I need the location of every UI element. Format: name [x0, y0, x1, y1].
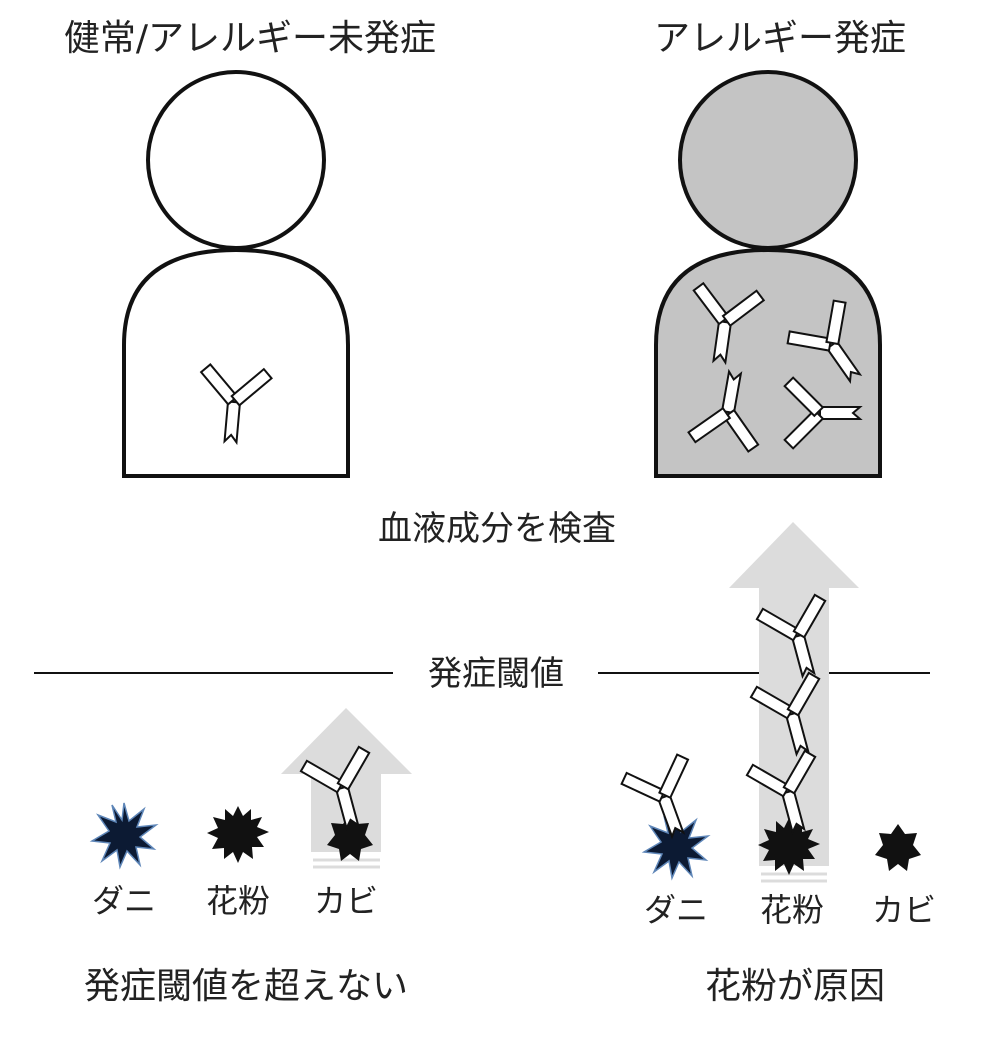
right-caption: 花粉が原因: [705, 966, 885, 1007]
left-caption: 発症閾値を超えない: [84, 966, 408, 1007]
allergen-label-pollen: 花粉: [760, 891, 824, 929]
left-panel-title: 健常/アレルギー未発症: [64, 18, 436, 59]
allergen-label-mold: カビ: [314, 882, 378, 920]
healthy-person-figure: [122, 70, 350, 478]
threshold-label: 発症閾値: [428, 654, 564, 694]
allergen-label-dust-mite: ダニ: [644, 891, 708, 929]
allergic-person-figure: [654, 70, 885, 478]
allergen-label-mold: カビ: [872, 891, 936, 929]
allergen-label-pollen: 花粉: [206, 882, 270, 920]
allergen-label-dust-mite: ダニ: [92, 882, 156, 920]
dust-mite-icon: [91, 802, 157, 868]
blood-test-label: 血液成分を検査: [378, 509, 616, 549]
right-panel-title: アレルギー発症: [654, 18, 906, 59]
pollen-icon: [207, 806, 269, 863]
mold-icon: [875, 824, 921, 871]
